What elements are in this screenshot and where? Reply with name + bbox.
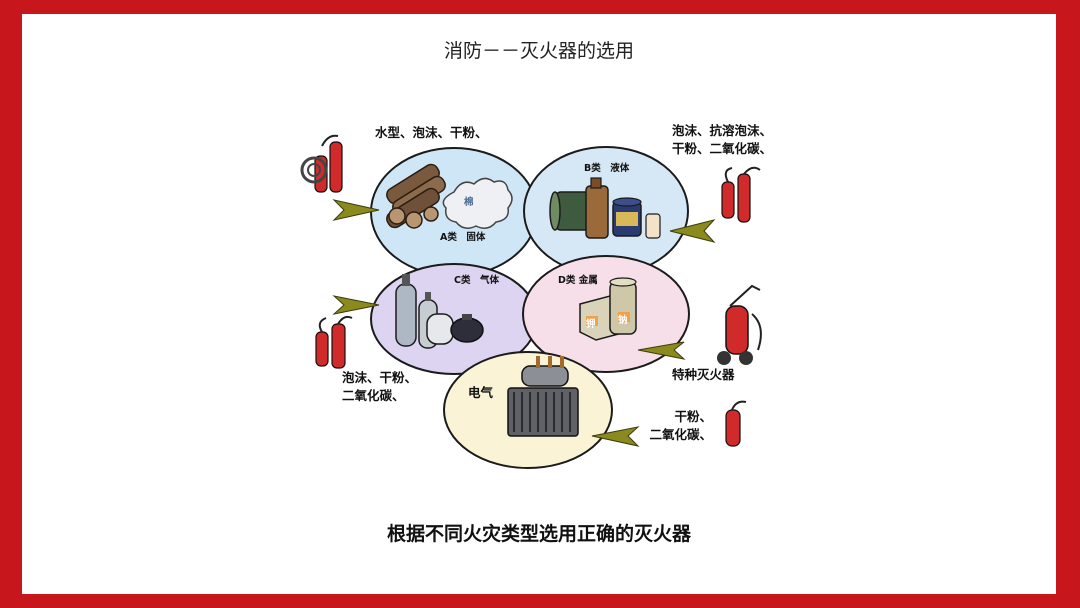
class-d-extinguishers: 特种灭火器 xyxy=(672,366,735,384)
class-b-extinguishers-line2: 干粉、二氧化碳、 xyxy=(652,140,772,158)
cotton-tag: 棉 xyxy=(464,194,474,212)
extinguisher-c-icon xyxy=(316,317,352,368)
extinguisher-b-icon xyxy=(722,168,760,222)
class-d-label: D类 金属 xyxy=(558,272,598,290)
class-a-label: A类 固体 xyxy=(440,229,485,247)
fire-class-diagram xyxy=(22,14,1056,594)
slide-canvas: 消防－－灭火器的选用 xyxy=(22,14,1056,594)
slide-caption: 根据不同火灾类型选用正确的灭火器 xyxy=(22,519,1056,546)
class-c-extinguishers-line2: 二氧化碳、 xyxy=(342,387,405,405)
class-b-label: B类 液体 xyxy=(584,160,629,178)
extinguisher-e-icon xyxy=(726,402,746,446)
electrical-extinguishers-line2: 二氧化碳、 xyxy=(602,426,712,444)
sodium-tag: 钠 xyxy=(618,312,628,330)
class-c-label: C类 气体 xyxy=(454,272,499,290)
class-b-extinguishers-line1: 泡沫、抗溶泡沫、 xyxy=(652,122,772,140)
electrical-extinguishers-line1: 干粉、 xyxy=(602,408,712,426)
potassium-tag: 钾 xyxy=(586,316,596,334)
wheeled-extinguisher-icon xyxy=(717,286,761,365)
class-c-extinguishers-line1: 泡沫、干粉、 xyxy=(342,369,417,387)
class-a-extinguishers: 水型、泡沫、干粉、 xyxy=(375,124,488,142)
electrical-label: 电气 xyxy=(468,384,493,402)
extinguisher-a-icon xyxy=(302,136,342,192)
